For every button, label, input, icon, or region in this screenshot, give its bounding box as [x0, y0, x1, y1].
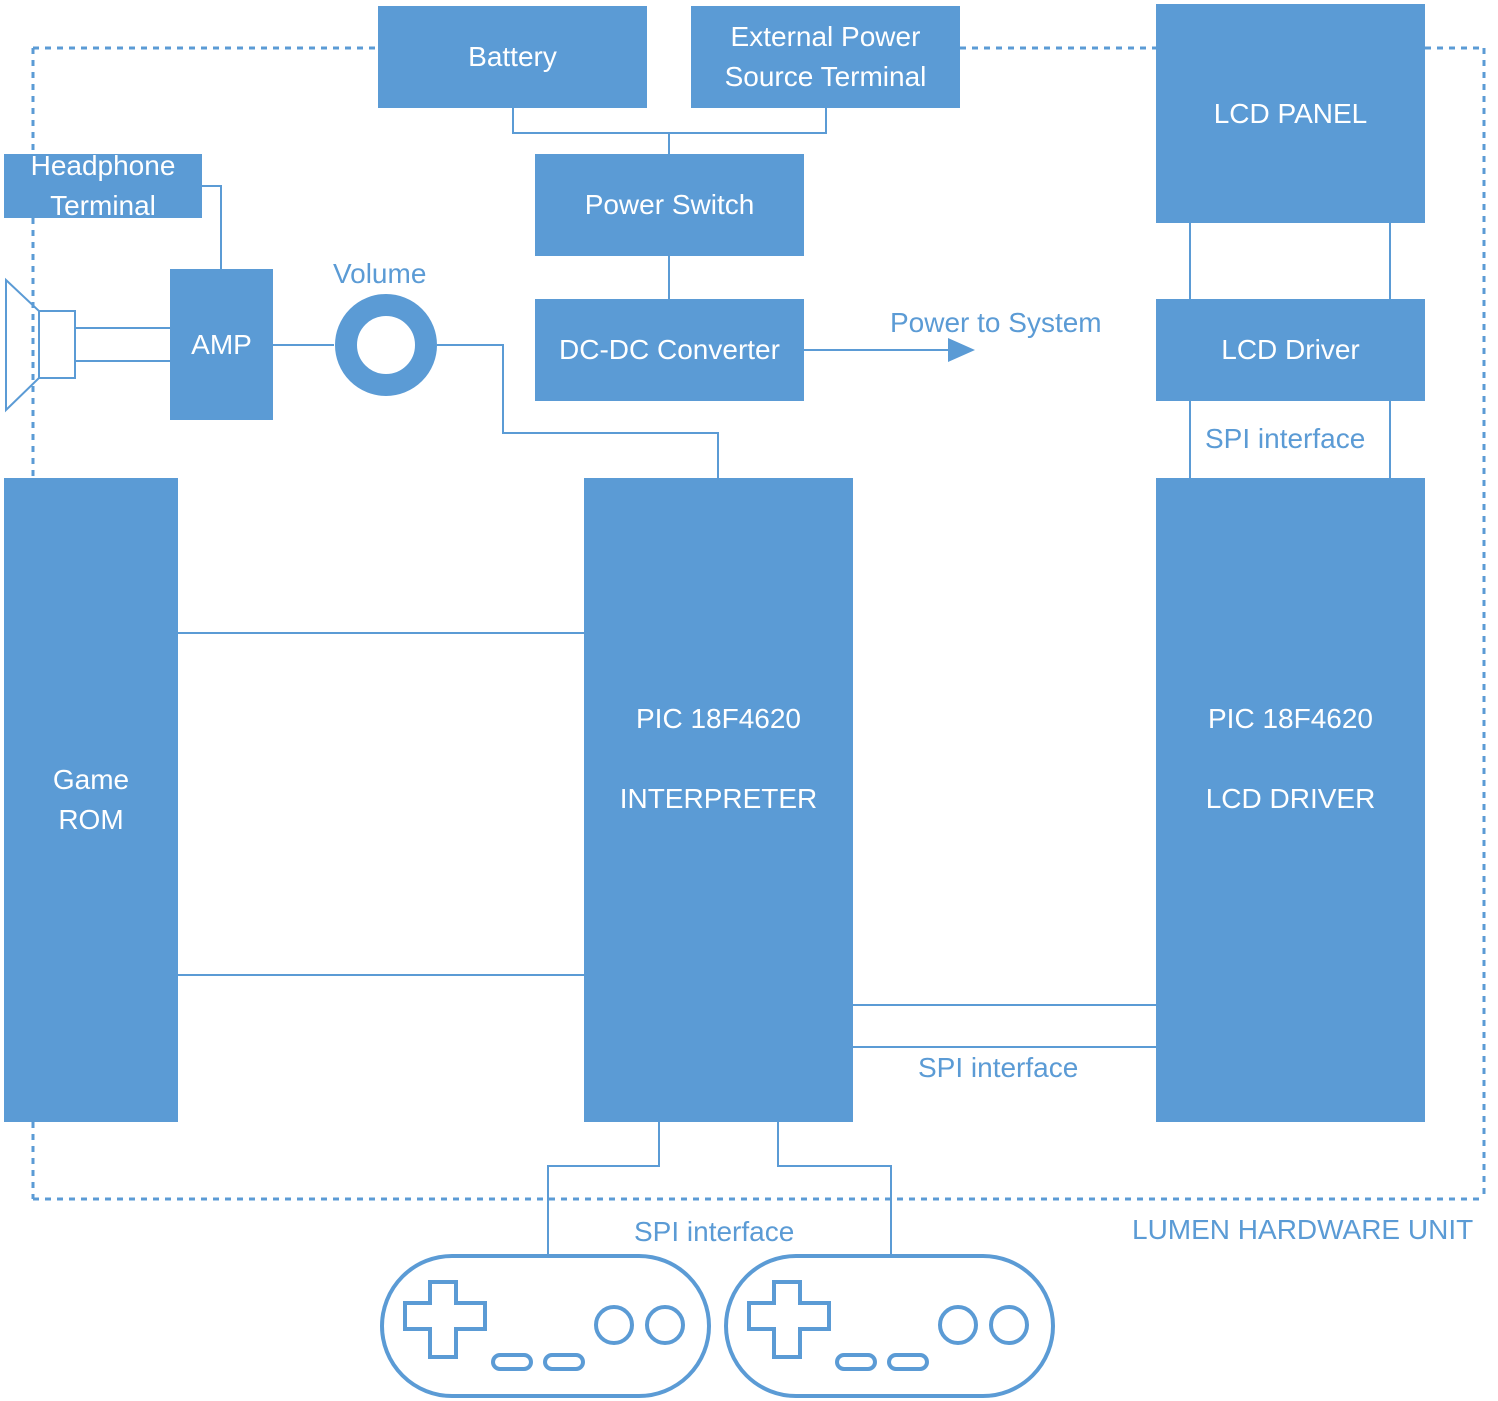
amp-block: AMP — [170, 269, 273, 420]
lcd-driver-chip-label-line1: PIC 18F4620 — [1208, 703, 1373, 734]
gamepad-icon — [380, 1254, 711, 1398]
headphone-terminal-block: Headphone Terminal — [4, 150, 202, 221]
unit-name-label: LUMEN HARDWARE UNIT — [1132, 1214, 1474, 1245]
external-power-label-line2: Source Terminal — [724, 61, 927, 92]
game-rom-label-line2: ROM — [58, 804, 124, 835]
interpreter-label-line1: PIC 18F4620 — [635, 703, 801, 734]
spi-interface-chips-label: SPI interface — [918, 1052, 1079, 1083]
battery-block: Battery — [378, 6, 647, 108]
gamepad-icon — [724, 1254, 1055, 1398]
amp-label: AMP — [191, 328, 252, 360]
arrow-head-icon — [948, 338, 975, 362]
dc-dc-converter-label: DC-DC Converter — [559, 334, 780, 365]
wires — [75, 108, 1391, 1256]
volume-knob-icon — [335, 294, 437, 396]
spi-interface-controllers-label: SPI interface — [634, 1216, 795, 1247]
external-power-label-line1: External Power — [730, 21, 921, 52]
lcd-driver-label: LCD Driver — [1221, 334, 1360, 365]
lcd-driver-chip-label-line2: LCD DRIVER — [1205, 783, 1376, 814]
game-rom-label-line1: Game — [52, 764, 130, 795]
spi-interface-lcd-label: SPI interface — [1205, 423, 1366, 454]
lcd-panel-block: LCD PANEL — [1156, 4, 1425, 223]
interpreter-label-line2: INTERPRETER — [619, 783, 818, 814]
power-to-system-label: Power to System — [890, 307, 1102, 338]
game-rom-block: Game ROM — [4, 478, 178, 1122]
battery-label: Battery — [468, 41, 557, 72]
lcd-driver-chip-block: PIC 18F4620 LCD DRIVER — [1156, 478, 1425, 1122]
lcd-panel-label: LCD PANEL — [1213, 97, 1368, 129]
volume-label: Volume — [333, 258, 427, 289]
interpreter-chip-block: PIC 18F4620 INTERPRETER — [584, 478, 853, 1122]
dc-dc-converter-block: DC-DC Converter — [535, 299, 804, 401]
power-switch-label: Power Switch — [584, 189, 755, 220]
speaker-icon — [5, 277, 76, 413]
power-switch-block: Power Switch — [535, 154, 804, 256]
unit-boundary — [31, 46, 1486, 1201]
lcd-driver-block: LCD Driver — [1156, 299, 1425, 401]
external-power-block: External Power Source Terminal — [691, 6, 960, 108]
headphone-label-line1: Headphone — [30, 150, 176, 181]
headphone-label-line2: Terminal — [50, 190, 156, 221]
